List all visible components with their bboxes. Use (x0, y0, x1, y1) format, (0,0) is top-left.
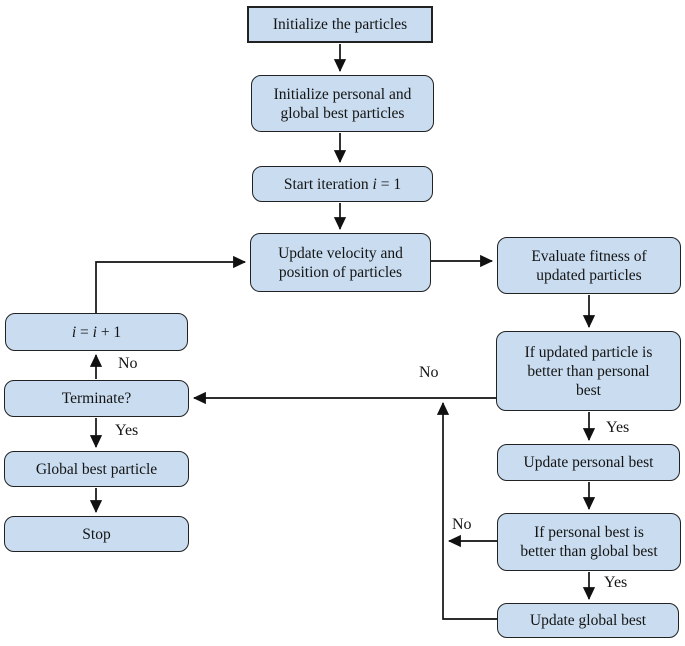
node-evaluate-fitness: Evaluate fitness of updated particles (497, 237, 681, 294)
node-label: Update velocity and position of particle… (278, 244, 403, 281)
node-label: Initialize personal and global best part… (273, 85, 412, 122)
edge-label-terminate-yes: Yes (115, 422, 139, 439)
edge-label-personal-no: No (452, 516, 472, 533)
iteration-variable: i (71, 323, 77, 341)
node-label: Terminate? (61, 390, 132, 407)
node-label: Global best particle (35, 460, 158, 478)
node-label: If updated particle is better than perso… (524, 343, 653, 399)
node-update-personal-best: Update personal best (497, 444, 680, 481)
node-label: Update global best (529, 612, 647, 629)
node-update-velocity: Update velocity and position of particle… (250, 233, 431, 292)
node-start-iteration: Start iteration i = 1 (252, 166, 433, 202)
node-increment-iteration: i = i + 1 (5, 313, 188, 351)
edge-label-updated-no: No (419, 364, 439, 381)
node-label: Initialize the particles (272, 16, 408, 33)
arrow-updateglobal-riser (436, 401, 497, 620)
iteration-variable: i (372, 175, 377, 193)
node-if-personal-better: If personal best is better than global b… (497, 513, 681, 571)
node-label: Update personal best (523, 454, 654, 471)
edge-label-personal-yes: Yes (604, 574, 628, 591)
node-label: If personal best is better than global b… (520, 524, 658, 560)
node-if-updated-better: If updated particle is better than perso… (496, 331, 681, 411)
edge-label-terminate-no: No (118, 355, 138, 372)
node-terminate: Terminate? (4, 380, 189, 417)
node-label: Evaluate fitness of updated particles (531, 247, 647, 284)
node-initialize-best: Initialize personal and global best part… (251, 75, 434, 132)
node-stop: Stop (4, 516, 189, 552)
node-global-best-particle: Global best particle (4, 451, 189, 487)
node-initialize-particles: Initialize the particles (247, 6, 433, 43)
node-label: Start iteration i = 1 (283, 175, 402, 193)
node-label: Stop (82, 525, 111, 543)
arrow-increment-feedback (95, 255, 247, 313)
iteration-variable: i (92, 323, 97, 341)
node-label: i = i + 1 (71, 323, 122, 341)
edge-label-updated-yes: Yes (606, 419, 630, 436)
node-update-global-best: Update global best (497, 603, 679, 638)
